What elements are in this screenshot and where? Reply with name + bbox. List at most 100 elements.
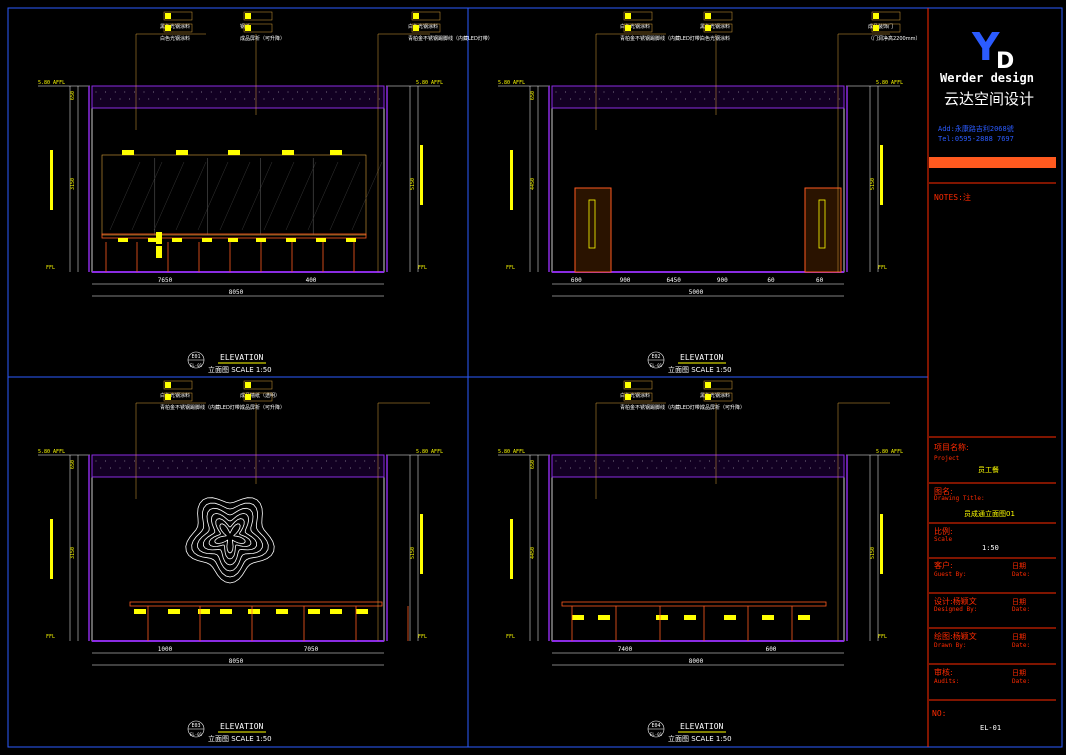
dim-side-right: 5150 [410, 547, 416, 559]
callout-tag [411, 11, 441, 21]
side-note-bar-right [420, 514, 423, 574]
dim-side-right: 5150 [870, 178, 876, 190]
svg-text:Drawing Title:: Drawing Title: [934, 495, 985, 502]
callout-tag [411, 23, 441, 33]
callout-tag [703, 23, 733, 33]
logo-letter-y: Y [971, 25, 1000, 69]
sheet-no-label: NO: [932, 709, 946, 718]
elevation-panels: 5.80 AFFL 5.80 AFFL FFL FFL 650 3150 5150 黑色光钢涂… [38, 11, 920, 743]
callout-label: 青柏金不锈钢踢脚线（内藏LED灯带） [160, 404, 245, 411]
dim-bottom-segment: 900 [717, 277, 728, 284]
title-block-accent-bar [929, 157, 1056, 168]
level-floor-label-right: FFL [418, 634, 427, 640]
callout-label: 成品屏析（可升降） [240, 35, 285, 42]
dim-bottom-total: 8050 [229, 658, 244, 665]
side-note-bar-right [880, 145, 883, 205]
svg-text:日期: 日期 [1012, 669, 1026, 677]
panel-subtitle: 立面图 SCALE 1:50 [208, 365, 272, 374]
drawing-title-value: 员成通立面图01 [964, 509, 1015, 518]
panel-sheet: EL-01 [190, 732, 203, 737]
dim-bottom-total: 5000 [689, 289, 704, 296]
panel-sheet: EL-01 [190, 363, 203, 368]
level-top-label-right: 5.80 AFFL [876, 80, 903, 86]
callout-tag [243, 11, 273, 21]
sheet-no-value: EL-01 [980, 724, 1001, 732]
side-note-bar-left [510, 150, 513, 210]
svg-text:日期: 日期 [1012, 598, 1026, 606]
panel-title: ELEVATION [220, 722, 264, 731]
dim-side-mid: 4450 [530, 547, 536, 559]
panel-subtitle: 立面图 SCALE 1:50 [668, 365, 732, 374]
dim-side-mid: 3150 [70, 547, 76, 559]
decor-flower-ring [208, 518, 252, 560]
company-name: 云达空间设计 [944, 90, 1034, 108]
svg-text:Drawn By:: Drawn By: [934, 642, 967, 649]
side-note-bar-left [510, 519, 513, 579]
scale-value: 1:50 [982, 544, 999, 552]
project-label: 项目名称: [934, 442, 969, 452]
counter-top [101, 233, 367, 239]
callout-label: 黑色光钢涂料 [160, 23, 190, 30]
level-top-label-left: 5.80 AFFL [498, 80, 525, 86]
callout-label: 青柏金不锈钢踢脚线（内藏LED灯带） [620, 404, 705, 411]
level-floor-label-right: FFL [878, 634, 887, 640]
counter-top [129, 601, 383, 607]
callout-label: 白色光钢涂料 [160, 392, 190, 399]
dim-bottom-segment: 60 [816, 277, 824, 284]
svg-text:Date:: Date: [1012, 642, 1030, 649]
level-top-label-right: 5.80 AFFL [876, 449, 903, 455]
contact-phone: Tel:0595-2888 7697 [938, 135, 1014, 143]
notes-label: NOTES:注 [934, 192, 971, 202]
callout-label: 黑色光钢涂料 [700, 23, 730, 30]
callout-label: 成品屏析（可升降） [700, 404, 745, 411]
svg-text:绘图:杨颖文: 绘图:杨颖文 [934, 631, 977, 641]
project-value: 员工餐 [978, 465, 999, 474]
level-top-label-left: 5.80 AFFL [498, 449, 525, 455]
callout-label: 白色光钢涂料 [160, 35, 190, 42]
level-floor-label-right: FFL [878, 265, 887, 271]
panel-title: ELEVATION [680, 353, 724, 362]
svg-text:设计:杨颖文: 设计:杨颖文 [934, 596, 977, 606]
panel-id: E04 [651, 723, 660, 729]
dim-side-top: 650 [70, 91, 76, 100]
logo-text: Werder design [940, 71, 1034, 85]
svg-text:日期: 日期 [1012, 562, 1026, 570]
panel-subtitle: 立面图 SCALE 1:50 [208, 734, 272, 743]
svg-text:客户:: 客户: [934, 560, 953, 570]
dim-side-right: 5150 [870, 547, 876, 559]
callout-tag [871, 23, 901, 33]
dim-side-top: 650 [530, 91, 536, 100]
dim-bottom-segment: 6450 [666, 277, 681, 284]
callout-tag [243, 392, 273, 402]
decor-flower-ring [185, 497, 275, 584]
svg-text:Audits:: Audits: [934, 678, 959, 685]
dim-bottom-segment: 1000 [158, 646, 173, 653]
callout-label: 白色光钢涂料 [408, 23, 438, 30]
dim-bottom-segment: 400 [306, 277, 317, 284]
dim-side-top: 650 [530, 460, 536, 469]
dim-side-mid: 3150 [70, 178, 76, 190]
callout-label: 黑色光钢涂料 [700, 392, 730, 399]
level-floor-label-left: FFL [506, 634, 515, 640]
ceiling-band [91, 454, 385, 478]
glass-wall [101, 154, 367, 236]
dim-bottom-segment: 7650 [158, 277, 173, 284]
level-top-label-left: 5.80 AFFL [38, 449, 65, 455]
callout-tag [243, 380, 273, 390]
level-floor-label-right: FFL [418, 265, 427, 271]
callout-tag [243, 23, 273, 33]
svg-text:Project: Project [934, 455, 960, 462]
contact-address: Add:永康路吉利2068號 [938, 124, 1014, 133]
level-floor-label-left: FFL [46, 265, 55, 271]
side-note-bar-right [880, 514, 883, 574]
ceiling-band [91, 85, 385, 109]
dim-bottom-segment: 60 [767, 277, 775, 284]
callout-tag [623, 380, 653, 390]
decor-flower-ring [214, 523, 246, 554]
callout-tag [163, 380, 193, 390]
callout-label: 青柏金不锈钢踢脚线（内藏LED灯带） [620, 35, 705, 42]
level-floor-label-left: FFL [506, 265, 515, 271]
